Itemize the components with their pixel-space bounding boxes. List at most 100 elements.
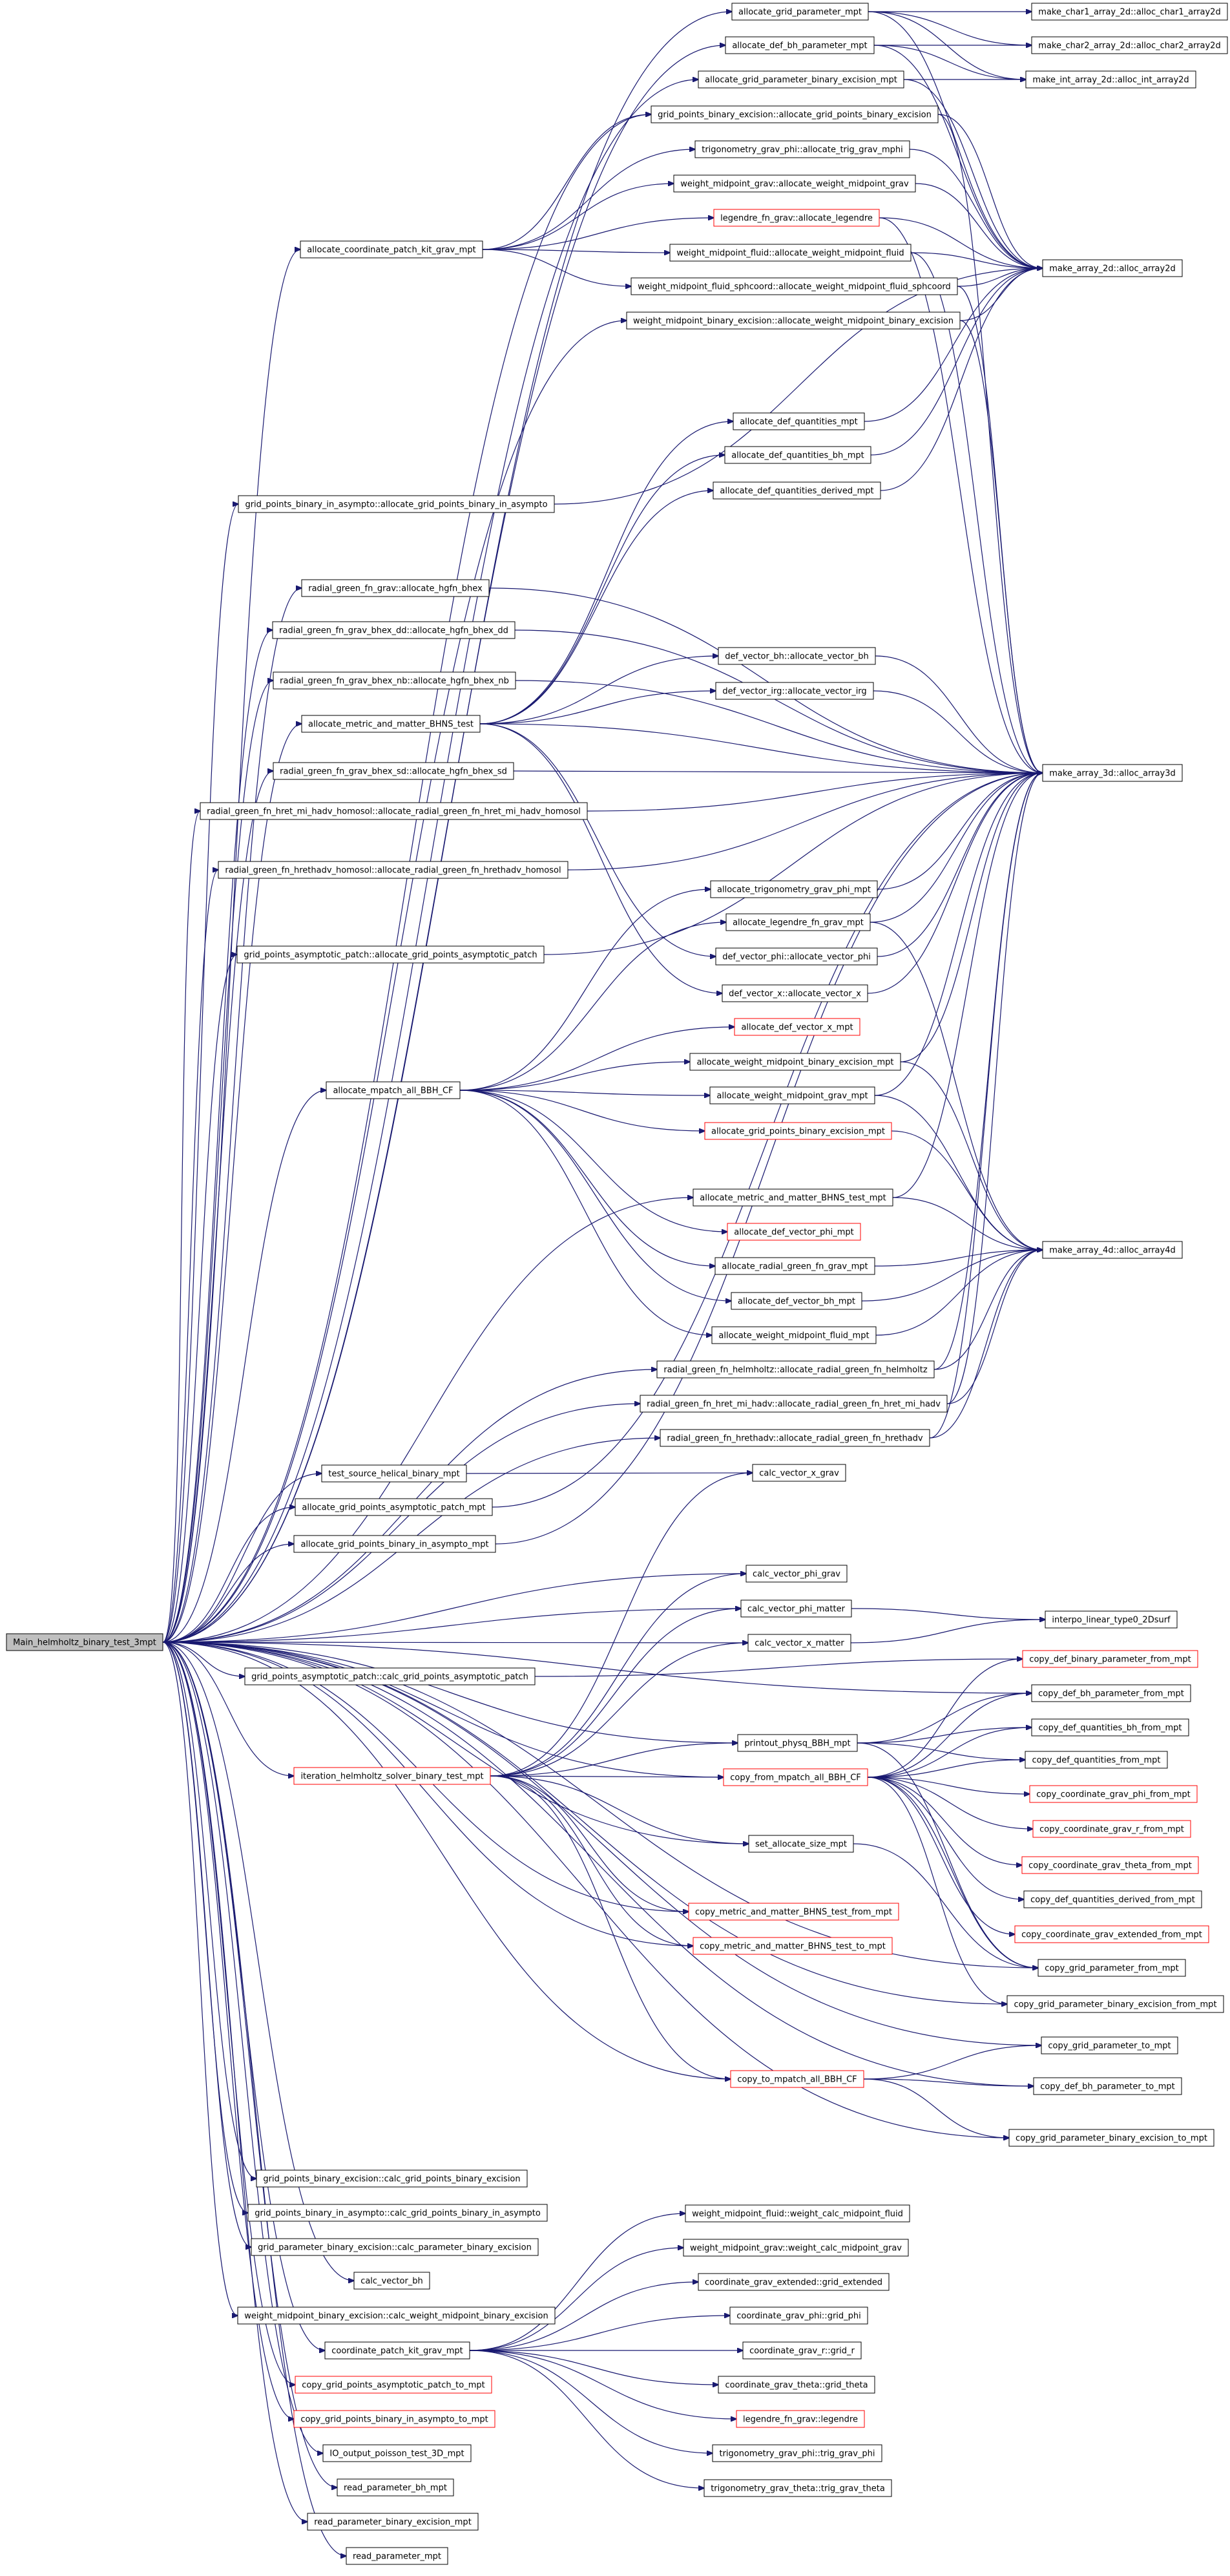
node-r18[interactable]: copy_grid_parameter_binary_excision_from…	[1006, 1995, 1224, 2013]
node-m8[interactable]: radial_green_fn_hret_mi_hadv_homosol::al…	[200, 802, 588, 820]
node-a42[interactable]: weight_midpoint_fluid::weight_calc_midpo…	[685, 2204, 910, 2222]
node-a7[interactable]: legendre_fn_grav::allocate_legendre	[713, 209, 880, 227]
node-a40[interactable]: copy_metric_and_matter_BHNS_test_to_mpt	[693, 1937, 893, 1955]
node-a23[interactable]: allocate_grid_points_binary_excision_mpt	[704, 1122, 892, 1140]
node-r3[interactable]: make_int_array_2d::alloc_int_array2d	[1025, 70, 1196, 89]
node-a3[interactable]: allocate_grid_parameter_binary_excision_…	[698, 70, 904, 89]
node-a20[interactable]: allocate_def_vector_x_mpt	[734, 1018, 860, 1036]
node-m1[interactable]: allocate_coordinate_patch_kit_grav_mpt	[300, 240, 483, 259]
node-r12[interactable]: copy_coordinate_grav_phi_from_mpt	[1029, 1785, 1198, 1803]
node-a13[interactable]: allocate_def_quantities_derived_mpt	[713, 481, 881, 500]
node-a12[interactable]: allocate_def_quantities_bh_mpt	[724, 446, 871, 464]
node-r4[interactable]: make_array_2d::alloc_array2d	[1042, 259, 1183, 277]
node-m24[interactable]: copy_grid_points_binary_in_asympto_to_mp…	[293, 2410, 495, 2428]
node-a32[interactable]: calc_vector_x_grav	[752, 1464, 846, 1482]
node-a16[interactable]: allocate_trigonometry_grav_phi_mpt	[710, 880, 878, 898]
node-a36[interactable]: printout_physq_BBH_mpt	[737, 1734, 858, 1752]
node-a49[interactable]: trigonometry_grav_phi::trig_grav_phi	[712, 2444, 882, 2462]
node-a1[interactable]: allocate_grid_parameter_mpt	[731, 3, 869, 21]
node-m21[interactable]: weight_midpoint_binary_excision::calc_we…	[237, 2307, 556, 2325]
node-r2[interactable]: make_char2_array_2d::alloc_char2_array2d	[1031, 36, 1228, 54]
node-m22[interactable]: coordinate_patch_kit_grav_mpt	[324, 2341, 470, 2360]
node-a37[interactable]: copy_from_mpatch_all_BBH_CF	[723, 1768, 868, 1786]
node-a30[interactable]: radial_green_fn_hret_mi_hadv::allocate_r…	[640, 1395, 948, 1413]
node-r6[interactable]: make_array_4d::alloc_array4d	[1042, 1241, 1183, 1259]
node-a4[interactable]: grid_points_binary_excision::allocate_gr…	[651, 105, 939, 123]
node-a38[interactable]: set_allocate_size_mpt	[748, 1835, 854, 1853]
node-a34[interactable]: calc_vector_phi_matter	[740, 1599, 852, 1618]
node-r13[interactable]: copy_coordinate_grav_r_from_mpt	[1032, 1820, 1191, 1838]
node-a41[interactable]: copy_to_mpatch_all_BBH_CF	[730, 2070, 864, 2088]
node-a25[interactable]: allocate_def_vector_phi_mpt	[727, 1223, 861, 1241]
node-m14[interactable]: allocate_grid_points_binary_in_asympto_m…	[293, 1535, 496, 1553]
node-r20[interactable]: copy_def_bh_parameter_to_mpt	[1033, 2077, 1182, 2095]
node-a43[interactable]: weight_midpoint_grav::weight_calc_midpoi…	[683, 2239, 909, 2257]
node-r21[interactable]: copy_grid_parameter_binary_excision_to_m…	[1008, 2129, 1214, 2147]
node-a19[interactable]: def_vector_x::allocate_vector_x	[722, 984, 868, 1002]
node-m9[interactable]: radial_green_fn_hrethadv_homosol::alloca…	[218, 861, 568, 879]
node-m23[interactable]: copy_grid_points_asymptotic_patch_to_mpt	[295, 2376, 492, 2394]
node-r8[interactable]: copy_def_binary_parameter_from_mpt	[1022, 1650, 1198, 1668]
node-a39[interactable]: copy_metric_and_matter_BHNS_test_from_mp…	[688, 1903, 899, 1921]
node-a33[interactable]: calc_vector_phi_grav	[745, 1565, 848, 1583]
node-m19[interactable]: grid_parameter_binary_excision::calc_par…	[251, 2238, 539, 2256]
node-a8[interactable]: weight_midpoint_fluid::allocate_weight_m…	[669, 244, 912, 262]
node-m18[interactable]: grid_points_binary_in_asympto::calc_grid…	[247, 2204, 548, 2222]
node-m17[interactable]: grid_points_binary_excision::calc_grid_p…	[256, 2170, 528, 2188]
node-a14[interactable]: def_vector_bh::allocate_vector_bh	[718, 647, 876, 665]
node-m27[interactable]: read_parameter_binary_excision_mpt	[307, 2513, 479, 2531]
node-a9[interactable]: weight_midpoint_fluid_sphcoord::allocate…	[631, 277, 958, 295]
node-r17[interactable]: copy_grid_parameter_from_mpt	[1037, 1959, 1186, 1977]
node-r10[interactable]: copy_def_quantities_bh_from_mpt	[1031, 1718, 1189, 1737]
node-m12[interactable]: test_source_helical_binary_mpt	[321, 1464, 467, 1483]
node-a27[interactable]: allocate_def_vector_bh_mpt	[731, 1292, 862, 1310]
node-m2[interactable]: grid_points_binary_in_asympto::allocate_…	[238, 495, 555, 513]
node-r14[interactable]: copy_coordinate_grav_theta_from_mpt	[1021, 1856, 1199, 1874]
node-a28[interactable]: allocate_weight_midpoint_fluid_mpt	[711, 1326, 877, 1344]
node-a6[interactable]: weight_midpoint_grav::allocate_weight_mi…	[673, 174, 916, 193]
node-m7[interactable]: radial_green_fn_grav_bhex_sd::allocate_h…	[273, 762, 514, 780]
node-m16[interactable]: iteration_helmholtz_solver_binary_test_m…	[293, 1767, 491, 1785]
node-a18[interactable]: def_vector_phi::allocate_vector_phi	[715, 947, 878, 966]
node-m4[interactable]: radial_green_fn_grav_bhex_dd::allocate_h…	[272, 621, 516, 639]
node-a21[interactable]: allocate_weight_midpoint_binary_excision…	[689, 1053, 901, 1071]
node-a26[interactable]: allocate_radial_green_fn_grav_mpt	[714, 1257, 875, 1275]
node-r1[interactable]: make_char1_array_2d::alloc_char1_array2d	[1031, 3, 1228, 21]
node-a45[interactable]: coordinate_grav_phi::grid_phi	[729, 2307, 868, 2325]
node-a48[interactable]: legendre_fn_grav::legendre	[736, 2410, 865, 2428]
node-a11[interactable]: allocate_def_quantities_mpt	[733, 412, 865, 430]
node-r15[interactable]: copy_def_quantities_derived_from_mpt	[1023, 1890, 1202, 1908]
node-a47[interactable]: coordinate_grav_theta::grid_theta	[718, 2376, 875, 2394]
node-m5[interactable]: radial_green_fn_grav_bhex_nb::allocate_h…	[273, 671, 516, 690]
node-m25[interactable]: IO_output_poisson_test_3D_mpt	[322, 2444, 472, 2462]
node-m10[interactable]: grid_points_asymptotic_patch::allocate_g…	[236, 945, 545, 964]
node-a17[interactable]: allocate_legendre_fn_grav_mpt	[725, 913, 871, 931]
node-m26[interactable]: read_parameter_bh_mpt	[337, 2478, 454, 2497]
node-m28[interactable]: read_parameter_mpt	[346, 2547, 448, 2565]
node-a2[interactable]: allocate_def_bh_parameter_mpt	[725, 36, 875, 54]
node-a46[interactable]: coordinate_grav_r::grid_r	[742, 2341, 862, 2360]
node-root[interactable]: Main_helmholtz_binary_test_3mpt	[6, 1633, 163, 1651]
node-r7[interactable]: interpo_linear_type0_2Dsurf	[1045, 1610, 1178, 1629]
node-r19[interactable]: copy_grid_parameter_to_mpt	[1041, 2036, 1178, 2054]
node-m11[interactable]: allocate_mpatch_all_BBH_CF	[326, 1081, 461, 1099]
node-m20[interactable]: calc_vector_bh	[353, 2272, 430, 2290]
node-r5[interactable]: make_array_3d::alloc_array3d	[1042, 764, 1183, 782]
node-a44[interactable]: coordinate_grav_extended::grid_extended	[698, 2273, 890, 2291]
node-a24[interactable]: allocate_metric_and_matter_BHNS_test_mpt	[693, 1188, 893, 1207]
node-m3[interactable]: radial_green_fn_grav::allocate_hgfn_bhex	[301, 579, 490, 597]
node-a10[interactable]: weight_midpoint_binary_excision::allocat…	[626, 311, 961, 330]
node-r11[interactable]: copy_def_quantities_from_mpt	[1025, 1751, 1168, 1769]
node-m6[interactable]: allocate_metric_and_matter_BHNS_test	[301, 715, 481, 733]
node-a15[interactable]: def_vector_irg::allocate_vector_irg	[715, 682, 874, 700]
node-a31[interactable]: radial_green_fn_hrethadv::allocate_radia…	[660, 1429, 930, 1447]
node-r9[interactable]: copy_def_bh_parameter_from_mpt	[1031, 1684, 1191, 1702]
node-a29[interactable]: radial_green_fn_helmholtz::allocate_radi…	[656, 1360, 935, 1378]
node-a5[interactable]: trigonometry_grav_phi::allocate_trig_gra…	[694, 140, 910, 158]
node-m15[interactable]: grid_points_asymptotic_patch::calc_grid_…	[244, 1667, 536, 1685]
node-m13[interactable]: allocate_grid_points_asymptotic_patch_mp…	[295, 1498, 493, 1516]
node-a22[interactable]: allocate_weight_midpoint_grav_mpt	[709, 1086, 875, 1104]
node-a50[interactable]: trigonometry_grav_theta::trig_grav_theta	[704, 2479, 892, 2497]
node-r16[interactable]: copy_coordinate_grav_extended_from_mpt	[1014, 1925, 1209, 1943]
node-a35[interactable]: calc_vector_x_matter	[747, 1634, 851, 1652]
